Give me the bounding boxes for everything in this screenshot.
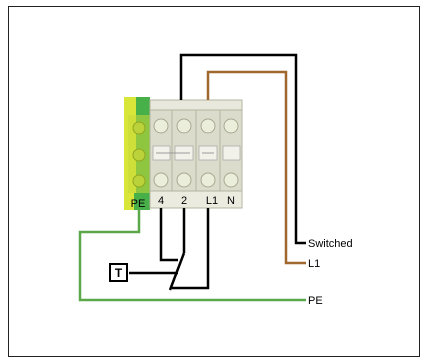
thermostat-box — [109, 263, 128, 282]
pe-label-yellow — [126, 193, 134, 210]
switched-wire — [179, 53, 306, 245]
terminal-label-2: 2 — [181, 195, 187, 207]
terminal-block: PE 4 2 L1 N — [124, 97, 243, 210]
terminal-top-cap — [149, 99, 243, 111]
wire-4-to-switch — [159, 208, 178, 262]
screw-l1-top — [200, 118, 216, 134]
screw-2-top — [176, 118, 192, 134]
terminal-label-pe: PE — [131, 198, 146, 210]
wire-l1-to-switch — [172, 208, 210, 290]
l1-supply-wire — [206, 70, 306, 265]
terminal-label-l1: L1 — [206, 195, 218, 207]
terminal-label-4: 4 — [158, 195, 164, 207]
screw-4-top — [153, 118, 169, 134]
wire-label-l1: L1 — [308, 258, 320, 270]
screw-2-bottom — [176, 172, 192, 188]
wire-label-switched: Switched — [308, 238, 353, 250]
screw-4-bottom — [153, 172, 169, 188]
terminal-label-strip — [149, 190, 243, 209]
screw-l1-bottom — [200, 172, 216, 188]
pe-screw-1 — [132, 121, 146, 135]
screw-n-bottom — [223, 172, 239, 188]
thermostat-label: T — [115, 266, 123, 280]
screw-n-top — [223, 118, 239, 134]
strip-n — [222, 145, 241, 161]
pe-screw-2 — [132, 148, 146, 162]
pe-wire — [78, 208, 306, 302]
wire-label-pe: PE — [308, 295, 323, 307]
pe-screw-3 — [132, 174, 146, 188]
terminal-label-n: N — [227, 195, 235, 207]
switch-contact — [168, 252, 186, 291]
